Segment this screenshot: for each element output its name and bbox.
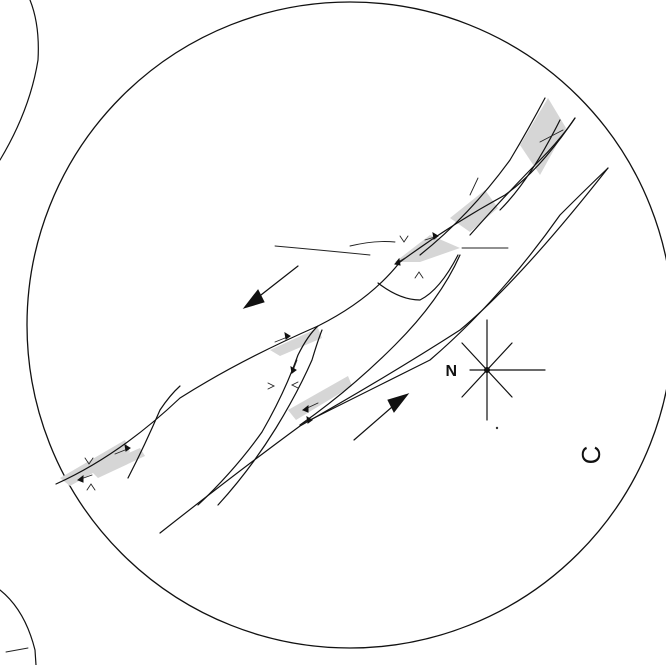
main-circle-outline xyxy=(27,2,666,648)
slip-arrows xyxy=(78,233,438,482)
fault-zone-fill xyxy=(60,98,566,486)
ne-strand-1 xyxy=(420,98,545,255)
adjacent-circle-bottom-arc xyxy=(0,590,36,665)
ew-line-1 xyxy=(275,246,370,255)
shear-arrow-lower-right xyxy=(354,394,408,440)
link-fault-left xyxy=(128,386,180,478)
panel-label: C xyxy=(576,446,606,465)
stray-dot xyxy=(496,427,498,429)
main-fault-lower-trace xyxy=(160,168,608,533)
compass-north-label: N xyxy=(445,363,457,380)
adjacent-circle-top-arc xyxy=(0,0,38,160)
short-tick-1 xyxy=(470,178,478,195)
compass-symbol xyxy=(462,320,545,420)
adjacent-circle-tick xyxy=(6,648,28,652)
ew-line-2 xyxy=(350,242,395,247)
shear-arrow-upper-left xyxy=(244,266,298,308)
